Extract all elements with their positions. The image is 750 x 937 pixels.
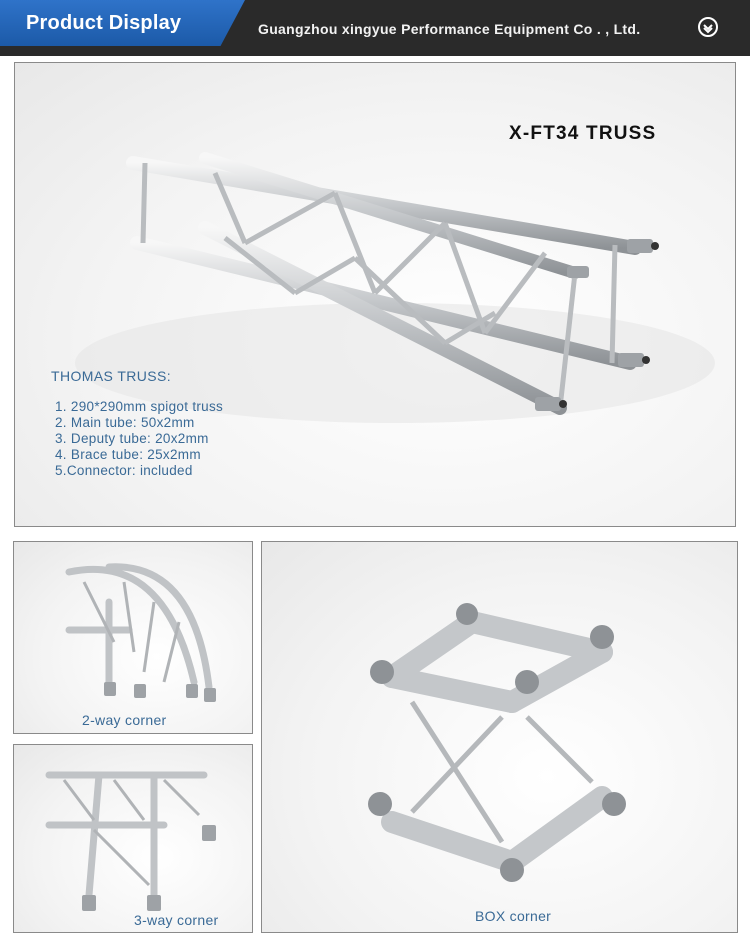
spec-item: 3. Deputy tube: 20x2mm: [55, 431, 209, 446]
page-title: Product Display: [26, 12, 182, 34]
spec-item: 1. 290*290mm spigot truss: [55, 399, 224, 414]
chevron-down-icon[interactable]: [698, 17, 718, 37]
two-way-corner-caption: 2-way corner: [82, 712, 167, 728]
three-way-corner-panel: 3-way corner: [13, 744, 253, 933]
header-tab: Product Display: [0, 0, 245, 46]
spec-item: 2. Main tube: 50x2mm: [55, 415, 195, 430]
three-way-corner-caption: 3-way corner: [134, 912, 219, 928]
two-way-corner-image: [65, 563, 216, 702]
company-name: Guangzhou xingyue Performance Equipment …: [258, 21, 641, 37]
model-name: X-FT34 TRUSS: [509, 123, 657, 144]
box-corner-panel: BOX corner: [261, 541, 738, 933]
spec-title: THOMAS TRUSS:: [51, 368, 172, 384]
three-way-corner-image: [45, 771, 216, 911]
box-corner-caption: BOX corner: [475, 908, 552, 924]
straight-truss-image: [75, 152, 715, 423]
main-product-panel: X-FT34 TRUSS THOMAS TRUSS: 1. 290*290mm …: [14, 62, 736, 527]
spec-item: 4. Brace tube: 25x2mm: [55, 447, 201, 462]
header-bar: Product Display Guangzhou xingyue Perfor…: [0, 0, 750, 56]
spec-item: 5.Connector: included: [55, 463, 193, 478]
spec-list: 1. 290*290mm spigot truss 2. Main tube: …: [55, 399, 223, 479]
box-corner-image: [368, 603, 626, 882]
two-way-corner-panel: 2-way corner: [13, 541, 253, 734]
